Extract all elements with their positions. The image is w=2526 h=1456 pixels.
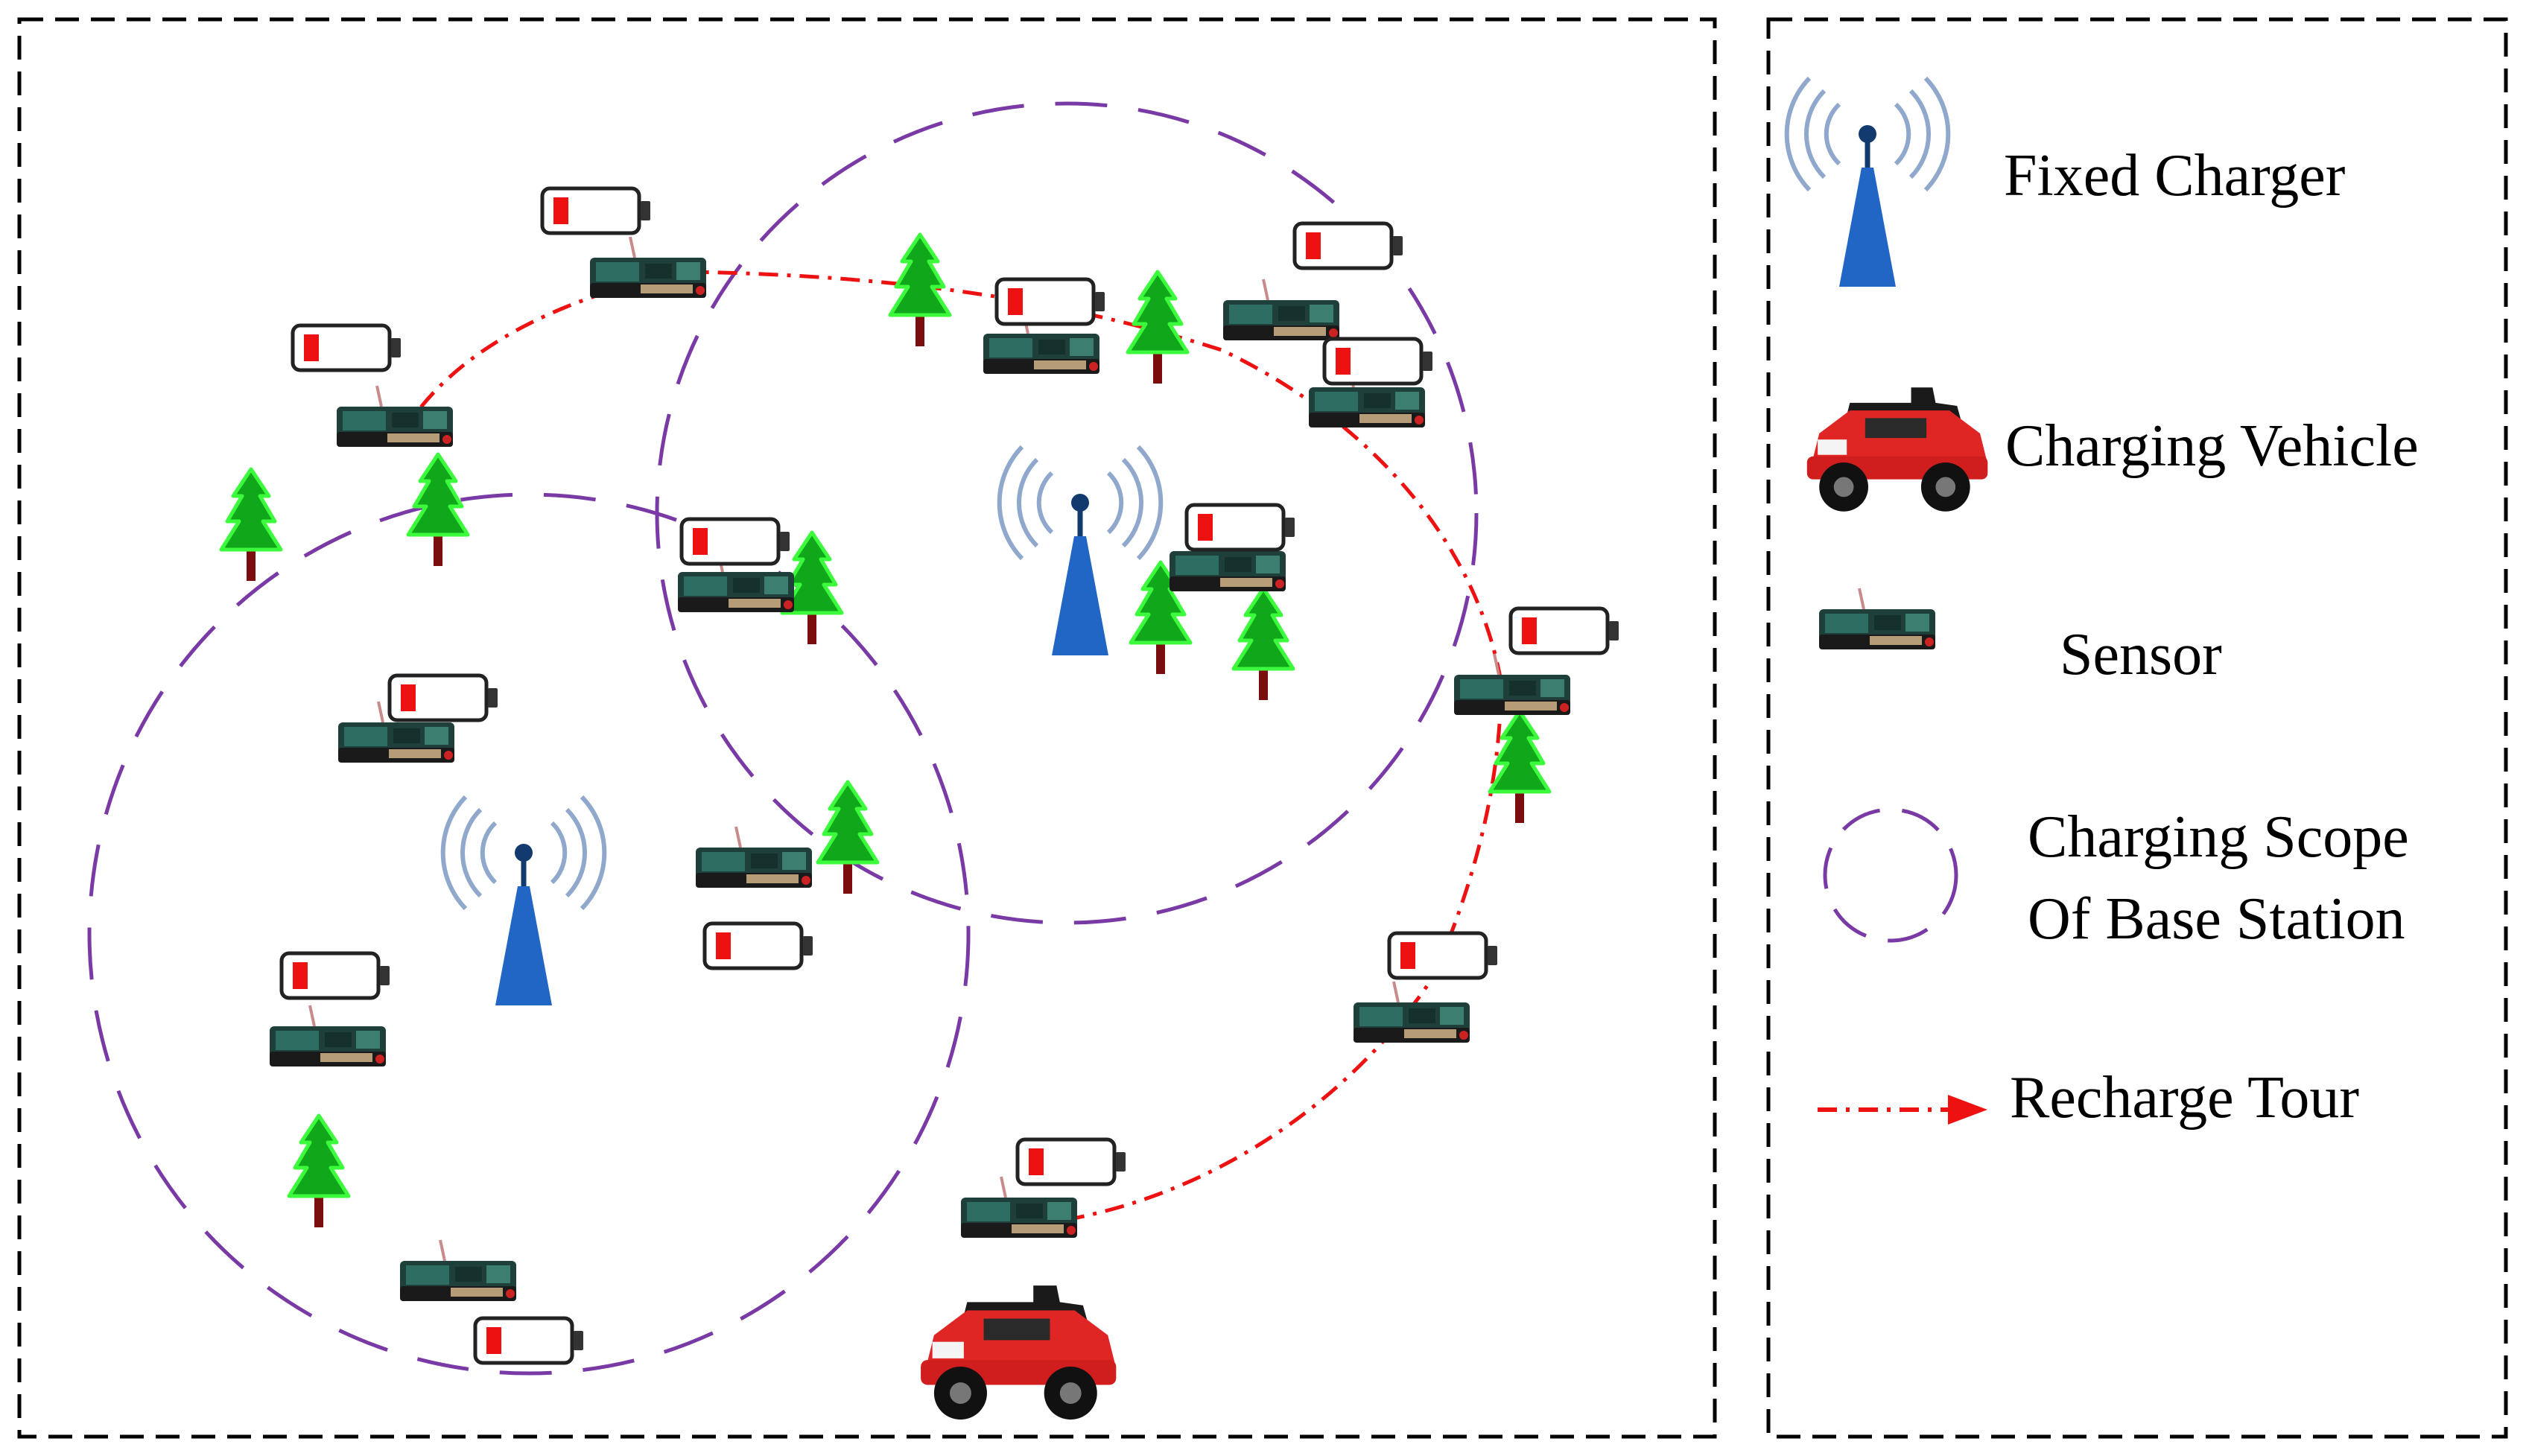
fixed-charger-icon [443, 797, 605, 1005]
charging-scope-circle [87, 492, 971, 1376]
legend: Fixed Charger Charging Vehicle Sensor Ch… [1787, 78, 2419, 1131]
legend-arrow-head-icon [1948, 1095, 1987, 1125]
low-battery-icon [997, 279, 1105, 324]
sensor-icon [335, 384, 454, 448]
low-battery-icon [293, 325, 401, 370]
legend-label-charging-scope-line2: Of Base Station [2028, 886, 2405, 952]
recharge-tour-path [1064, 678, 1510, 1222]
legend-panel-border [1766, 17, 2508, 1439]
sensor-icon [1352, 980, 1471, 1044]
recharge-tour-path [685, 264, 1503, 682]
fixed-charger-icon [1000, 447, 1161, 655]
legend-label-recharge-tour: Recharge Tour [2010, 1065, 2359, 1131]
sensor-icon [1222, 278, 1341, 342]
sensor-icon [268, 1004, 387, 1068]
low-battery-icon [705, 923, 813, 968]
low-battery-icon [542, 188, 650, 233]
low-battery-icon [1018, 1139, 1126, 1184]
tree-icon [289, 1116, 349, 1227]
legend-label-charging-vehicle: Charging Vehicle [2005, 413, 2419, 479]
tree-icon [818, 782, 878, 894]
sensor-icon [588, 235, 708, 299]
sensor-icon [399, 1239, 518, 1303]
tree-icon [221, 469, 281, 581]
low-battery-icon [1511, 608, 1619, 653]
legend-label-fixed-charger: Fixed Charger [2004, 143, 2345, 209]
main-panel-border [17, 17, 1717, 1439]
tree-icon [1128, 272, 1187, 384]
low-battery-icon [1187, 505, 1295, 550]
charging-vehicle-icon [909, 1277, 1125, 1426]
low-battery-icon [1295, 223, 1403, 268]
low-battery-icon [682, 519, 790, 564]
sensor-icon [694, 825, 813, 889]
legend-charging-vehicle-icon [1796, 380, 1996, 518]
low-battery-icon [282, 953, 390, 998]
legend-label-sensor: Sensor [2060, 622, 2222, 687]
sensor-icon [1453, 652, 1572, 716]
low-battery-icon [1324, 339, 1432, 384]
legend-fixed-charger-icon [1787, 78, 1949, 287]
legend-charging-scope-icon [1823, 807, 1958, 943]
legend-sensor-icon [1818, 587, 1937, 651]
low-battery-icon [390, 675, 498, 720]
low-battery-icon [475, 1318, 583, 1363]
low-battery-icon [1389, 933, 1497, 978]
legend-label-charging-scope-line1: Charging Scope [2028, 804, 2409, 870]
tree-icon [1234, 588, 1293, 700]
